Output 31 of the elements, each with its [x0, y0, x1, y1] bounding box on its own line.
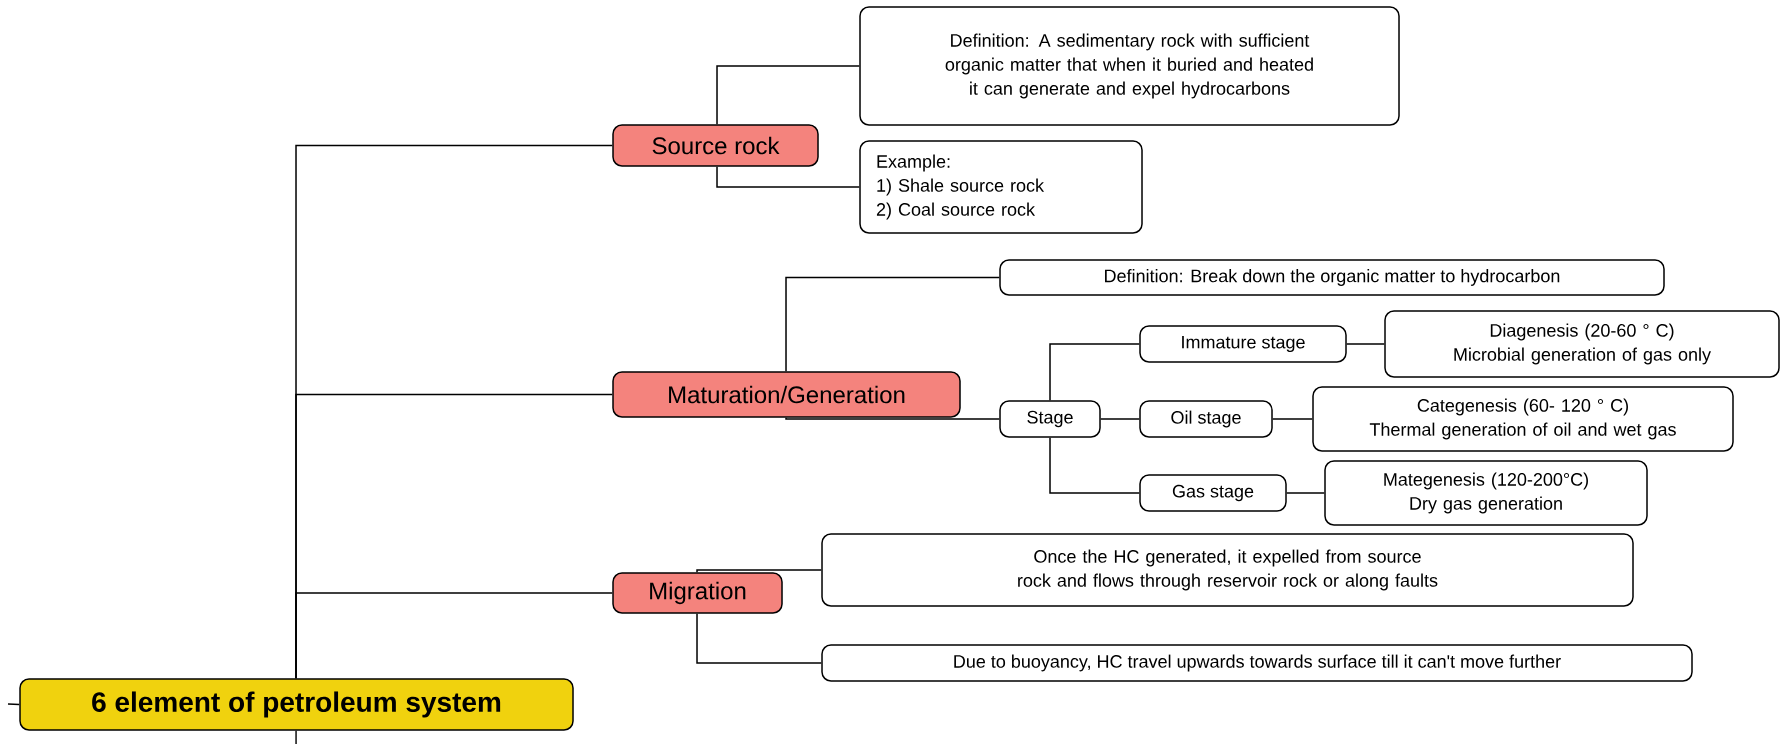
- branch-box: Migration: [612, 572, 783, 614]
- connector-line: [295, 592, 613, 679]
- branch-box: Maturation/Generation: [612, 371, 961, 418]
- connector-line: [716, 65, 860, 125]
- connector-line: [785, 417, 1000, 420]
- text-box: Oil stage: [1139, 400, 1273, 438]
- text-box: Example: 1) Shale source rock 2) Coal source rock: [859, 140, 1143, 234]
- text-box: Diagenesis (20-60 ° C) Microbial generation of gas only: [1384, 310, 1780, 378]
- connector-line: [1272, 418, 1313, 420]
- text-box: Stage: [999, 400, 1101, 438]
- text-box: Due to buoyancy, HC travel upwards towards surface till it can't move further: [821, 644, 1693, 682]
- branch-box: Source rock: [612, 124, 819, 167]
- connector-line: [1286, 492, 1325, 494]
- connector-line: [295, 730, 297, 744]
- text-box: Immature stage: [1139, 325, 1347, 363]
- root-box: 6 element of petroleum system: [19, 678, 574, 731]
- text-box: Once the HC generated, it expelled from source rock and flows through reservoir rock or along faults: [821, 533, 1634, 607]
- connector-line: [696, 569, 822, 573]
- connector-line: [696, 613, 822, 664]
- connector-line: [716, 166, 860, 188]
- text-box: Gas stage: [1139, 474, 1287, 512]
- connector-line: [785, 276, 1000, 372]
- connector-line: [1100, 418, 1140, 420]
- text-box: Categenesis (60- 120 ° C) Thermal generation of oil and wet gas: [1312, 386, 1734, 452]
- text-box: Mategenesis (120-200°C) Dry gas generation: [1324, 460, 1648, 526]
- text-box: Definition: Break down the organic matter to hydrocarbon: [999, 259, 1665, 296]
- connector-line: [1049, 343, 1140, 401]
- connector-line: [1346, 343, 1385, 345]
- connector-line: [1049, 437, 1140, 494]
- text-box: Definition: A sedimentary rock with sufficient organic matter that when it buried and heated it can generate and expel hydrocarbons: [859, 6, 1400, 126]
- connector-line: [7, 703, 20, 706]
